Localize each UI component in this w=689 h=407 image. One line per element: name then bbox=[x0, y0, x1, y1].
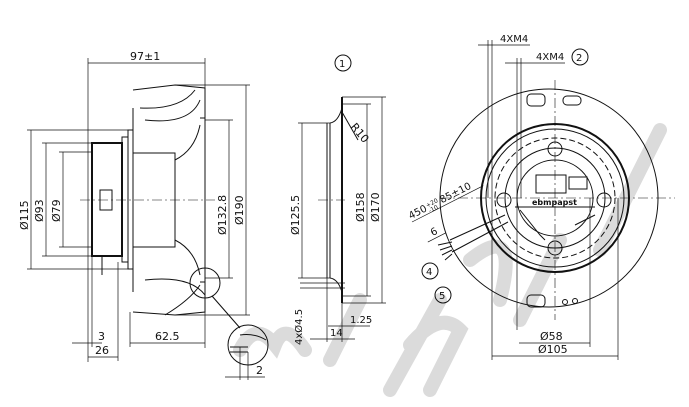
dim-dia-79: Ø79 bbox=[50, 199, 63, 222]
dim-dia-125-5: Ø125.5 bbox=[289, 195, 302, 235]
dim-62-5: 62.5 bbox=[155, 330, 180, 343]
dim-dia-190: Ø190 bbox=[233, 195, 246, 225]
motor-outline bbox=[480, 123, 630, 273]
dim-r10: R10 bbox=[348, 121, 372, 146]
front-view: ebmpapst 4XM4 4XM4 2 450 +20 -10 85±10 6 bbox=[407, 34, 675, 360]
dim-dia-132-8: Ø132.8 bbox=[216, 195, 229, 235]
svg-text:2: 2 bbox=[576, 53, 582, 64]
callout-5 bbox=[434, 286, 452, 304]
detail-circle-small bbox=[189, 267, 221, 299]
dim-holes: 4xØ4.5 bbox=[293, 309, 305, 345]
svg-text:-10: -10 bbox=[428, 204, 440, 215]
callout-2 bbox=[571, 48, 589, 66]
dim-dia-58: Ø58 bbox=[540, 330, 563, 343]
dim-overall-length: 97±1 bbox=[130, 50, 160, 63]
dim-dia-115: Ø115 bbox=[18, 200, 31, 230]
svg-text:4: 4 bbox=[426, 267, 432, 278]
dim-14: 14 bbox=[330, 328, 343, 339]
impeller-outline bbox=[439, 88, 659, 308]
watermark bbox=[233, 123, 667, 397]
dim-wire-strip: 6 bbox=[429, 226, 440, 239]
callout-4 bbox=[421, 262, 439, 280]
dim-thread-outer: 4XM4 bbox=[500, 34, 528, 45]
side-view: 97±1 Ø115 Ø93 Ø79 Ø132.8 Ø190 3 26 62.5 bbox=[18, 50, 269, 380]
svg-text:1: 1 bbox=[339, 59, 345, 70]
inlet-ring-view: 1 R10 Ø125.5 Ø158 Ø170 4xØ4.5 1.25 14 bbox=[289, 54, 386, 345]
svg-text:5: 5 bbox=[439, 291, 445, 302]
dim-dia-105: Ø105 bbox=[538, 343, 568, 356]
dim-dia-158: Ø158 bbox=[354, 192, 367, 222]
dim-3: 3 bbox=[98, 330, 105, 343]
brand-label: ebmpapst bbox=[532, 198, 577, 207]
dim-26: 26 bbox=[95, 344, 109, 357]
dim-dia-170: Ø170 bbox=[369, 192, 382, 222]
dim-1-25: 1.25 bbox=[350, 315, 372, 326]
dim-dia-93: Ø93 bbox=[33, 199, 46, 222]
dim-detail-2: 2 bbox=[256, 364, 263, 377]
callout-1 bbox=[334, 54, 352, 72]
dim-thread-inner: 4XM4 bbox=[536, 52, 564, 63]
